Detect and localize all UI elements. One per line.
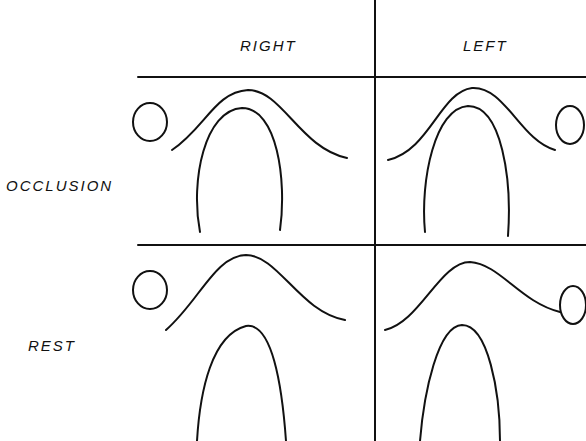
ear-outline [556,106,584,144]
condyle-outline [424,106,509,236]
divider-line [138,244,586,246]
column-heading: RIGHT [240,38,297,53]
ear-outline [133,271,167,309]
ear-outline [560,286,586,324]
divider-line [374,0,376,441]
divider-line [138,76,586,78]
ear-outline [133,103,167,141]
condyle-outline [197,326,286,441]
fossa-outline [385,262,560,330]
condyle-outline [197,108,282,232]
fossa-outline [388,88,555,160]
fossa-outline [166,255,345,330]
fossa-outline [172,90,347,158]
condyle-outline [420,325,500,441]
row-heading: OCCLUSION [6,178,113,193]
row-heading: REST [28,338,76,353]
column-heading: LEFT [463,38,508,53]
